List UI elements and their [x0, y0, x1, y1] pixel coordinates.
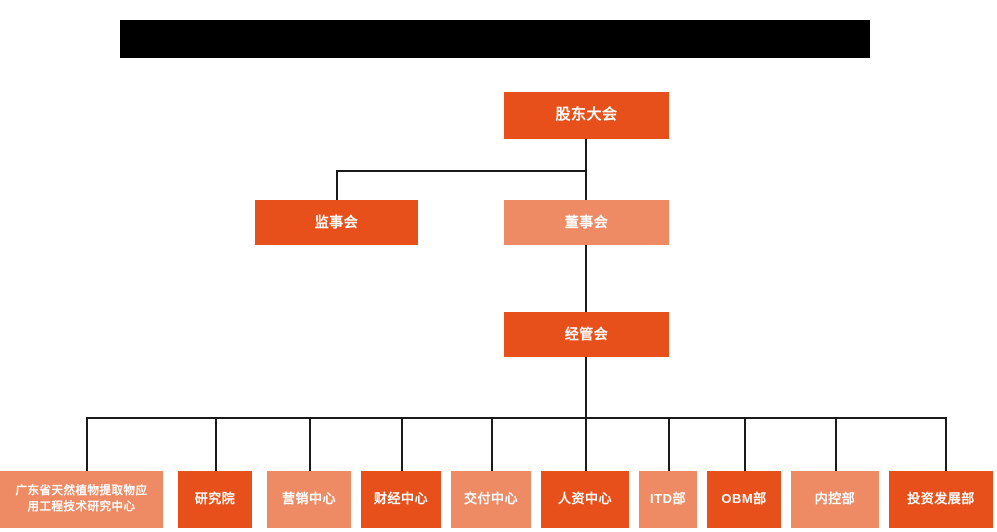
connector-drop-research-institute [215, 417, 217, 471]
node-itd-department[interactable]: ITD部 [639, 471, 697, 528]
connector-shareholders-to-supervisors-bus [336, 170, 586, 172]
connector-drop-hr-center [585, 417, 587, 471]
connector-drop-marketing-center [309, 417, 311, 471]
node-label: 营销中心 [281, 491, 336, 507]
node-label: 人资中心 [557, 491, 612, 507]
node-obm-department[interactable]: OBM部 [707, 471, 781, 528]
node-label-line-2: 用工程技术研究中心 [27, 500, 136, 513]
node-label: 研究院 [194, 491, 236, 507]
node-label: 监事会 [314, 213, 359, 230]
node-label: 董事会 [564, 213, 609, 230]
node-label: 股东大会 [555, 106, 618, 124]
node-label: 投资发展部 [907, 491, 975, 507]
connector-drop-itd-dept [668, 417, 670, 471]
connector-drop-internal-control-dept [835, 417, 837, 471]
node-label: 内控部 [814, 491, 856, 507]
connector-management-trunk [585, 357, 587, 418]
node-internal-control-department[interactable]: 内控部 [791, 471, 879, 528]
connector-drop-eng-center [86, 417, 88, 471]
node-guangdong-engineering-research-center[interactable]: 广东省天然植物提取物应 用工程技术研究中心 [0, 471, 163, 528]
node-label: 经管会 [564, 325, 609, 342]
node-investment-development-department[interactable]: 投资发展部 [889, 471, 993, 528]
node-delivery-center[interactable]: 交付中心 [451, 471, 531, 528]
node-label-line-1: 广东省天然植物提取物应 [15, 484, 148, 497]
node-marketing-center[interactable]: 营销中心 [267, 471, 351, 528]
node-label: 财经中心 [373, 491, 428, 507]
node-label: OBM部 [721, 491, 767, 507]
node-label-multiline: 广东省天然植物提取物应 用工程技术研究中心 [0, 484, 163, 515]
connector-department-bus [86, 417, 947, 419]
redacted-title-bar [120, 20, 870, 58]
node-label: ITD部 [650, 491, 686, 507]
connector-drop-delivery-center [491, 417, 493, 471]
node-board-of-supervisors[interactable]: 监事会 [255, 200, 418, 245]
node-hr-center[interactable]: 人资中心 [541, 471, 629, 528]
node-finance-center[interactable]: 财经中心 [361, 471, 441, 528]
node-research-institute[interactable]: 研究院 [178, 471, 252, 528]
connector-drop-investment-dev-dept [945, 417, 947, 471]
connector-shareholders-trunk [585, 139, 587, 244]
node-label: 交付中心 [463, 491, 518, 507]
node-shareholders-meeting[interactable]: 股东大会 [504, 92, 669, 139]
connector-drop-finance-center [401, 417, 403, 471]
node-board-of-directors[interactable]: 董事会 [504, 200, 669, 245]
connector-directors-to-management [585, 244, 587, 312]
connector-drop-obm-dept [744, 417, 746, 471]
node-management-committee[interactable]: 经管会 [504, 312, 669, 357]
connector-drop-supervisors [336, 170, 338, 201]
